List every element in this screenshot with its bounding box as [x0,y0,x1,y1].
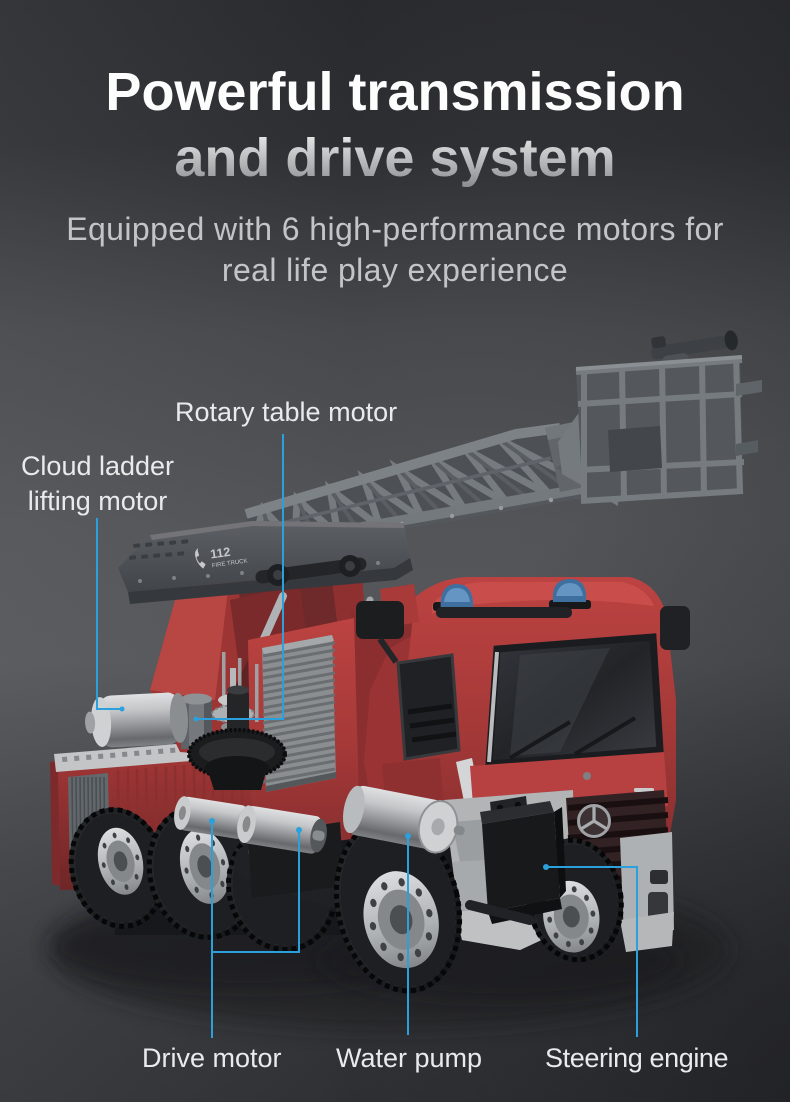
svg-text:FIRE TRUCK: FIRE TRUCK [212,558,248,569]
svg-text:112: 112 [209,545,231,562]
